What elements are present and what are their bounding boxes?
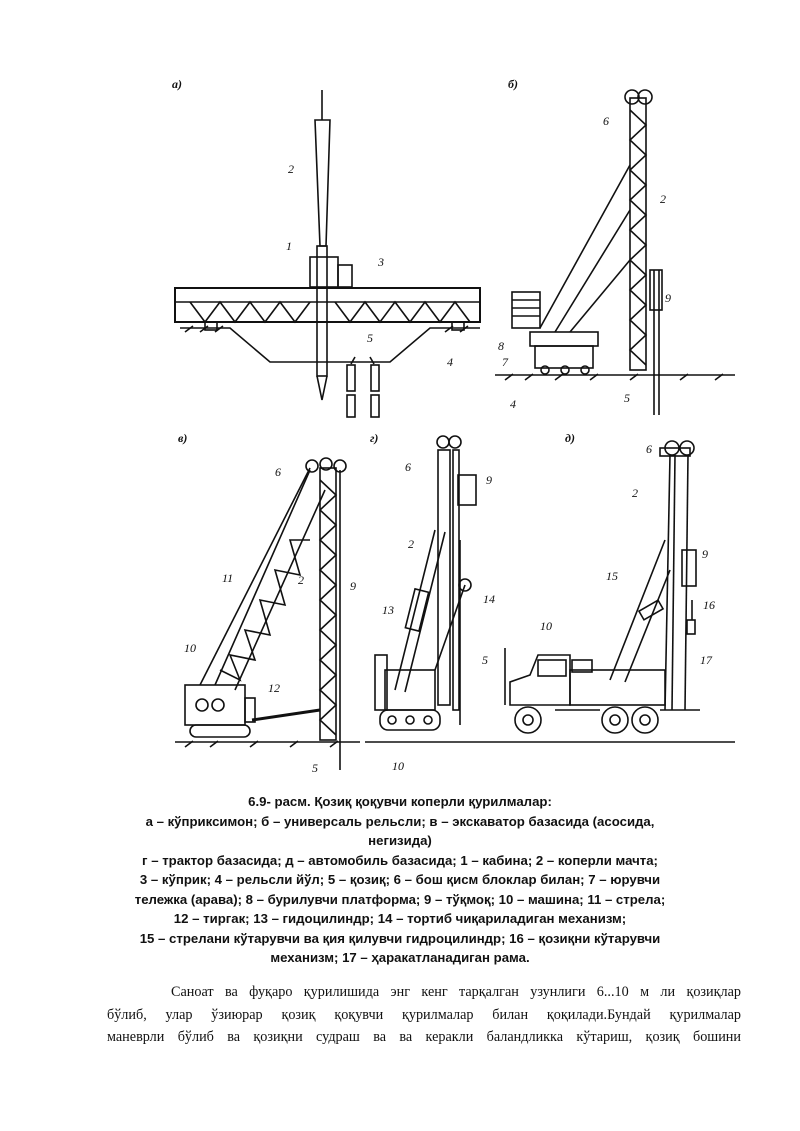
panel-a-drawing <box>174 90 481 418</box>
callout-number: 6 <box>603 114 609 128</box>
callout-number: 2 <box>288 162 294 176</box>
callout-number: 1 <box>286 239 292 253</box>
callout-number: 10 <box>184 641 196 655</box>
callout-number: 9 <box>350 579 356 593</box>
callout-number: 6 <box>405 460 411 474</box>
body-paragraph: Саноат ва фуқаро қурилишида энг кенг тар… <box>107 981 741 1049</box>
callout-number: 17 <box>700 653 713 667</box>
callout-number: 7 <box>502 355 509 369</box>
callout-number: 4 <box>510 397 516 411</box>
body-line: бўлиб, улар ўзиюрар қозиқ қоқувчи қурилм… <box>107 1006 741 1023</box>
panel-label-v: в) <box>178 431 187 445</box>
caption-line: 15 – стрелани кўтарувчи ва қия қилувчи г… <box>139 930 661 946</box>
panel-label-g: г) <box>370 431 378 445</box>
callout-number: 2 <box>408 537 414 551</box>
caption-line: 3 – кўприк; 4 – рельсли йўл; 5 – қозиқ; … <box>139 872 661 887</box>
panel-label-d: д) <box>565 431 575 445</box>
callout-number: 9 <box>665 291 671 305</box>
caption-title: 6.9- расм. Қозиқ қоқувчи коперли қурилма… <box>248 794 552 809</box>
pile-driver-figure: а) б) в) г) д) 2 1 3 5 4 6 2 9 8 7 4 5 6… <box>172 77 735 775</box>
callout-number: 11 <box>222 571 233 585</box>
callout-number: 12 <box>268 681 280 695</box>
caption-line: механизм; 17 – ҳаракатланадиган рама. <box>270 950 530 965</box>
callout-number: 15 <box>606 569 618 583</box>
panel-b-drawing <box>495 89 735 415</box>
panel-v-drawing <box>175 457 360 770</box>
caption-line: негизида) <box>368 833 432 848</box>
callout-number: 9 <box>702 547 708 561</box>
caption-line: г – трактор базасида; д – автомобиль баз… <box>142 852 658 868</box>
callout-number: 8 <box>498 339 504 353</box>
panel-label-a: а) <box>172 77 182 91</box>
panel-d-drawing <box>504 440 735 743</box>
callout-number: 2 <box>632 486 638 500</box>
callout-number: 9 <box>486 473 492 487</box>
callout-number: 10 <box>392 759 404 773</box>
callout-number: 16 <box>703 598 715 612</box>
callout-number: 5 <box>367 331 373 345</box>
panel-g-drawing <box>365 435 505 743</box>
callout-number: 5 <box>312 761 318 775</box>
caption-line: тележка (арава); 8 – бурилувчи платформа… <box>134 891 666 907</box>
callout-number: 10 <box>540 619 552 633</box>
body-line: маневрли бўлиб ва қозиқни судраш ва ва к… <box>107 1029 741 1045</box>
callout-number: 14 <box>483 592 495 606</box>
panel-label-b: б) <box>508 77 518 91</box>
figure-caption: 6.9- расм. Қозиқ қоқувчи коперли қурилма… <box>110 792 690 968</box>
callout-number: 5 <box>624 391 630 405</box>
caption-line: 12 – тиргак; 13 – гидоцилиндр; 14 – торт… <box>173 911 627 926</box>
callout-number: 5 <box>482 653 488 667</box>
callout-number: 3 <box>377 255 384 269</box>
caption-line: а – кўприксимон; б – универсаль рельсли;… <box>145 813 655 829</box>
callout-number: 2 <box>660 192 666 206</box>
callout-number: 6 <box>646 442 652 456</box>
callout-number: 2 <box>298 573 304 587</box>
callout-number: 6 <box>275 465 281 479</box>
body-line: Саноат ва фуқаро қурилишида энг кенг тар… <box>171 984 741 1000</box>
callout-number: 13 <box>382 603 394 617</box>
callout-number: 4 <box>447 355 453 369</box>
